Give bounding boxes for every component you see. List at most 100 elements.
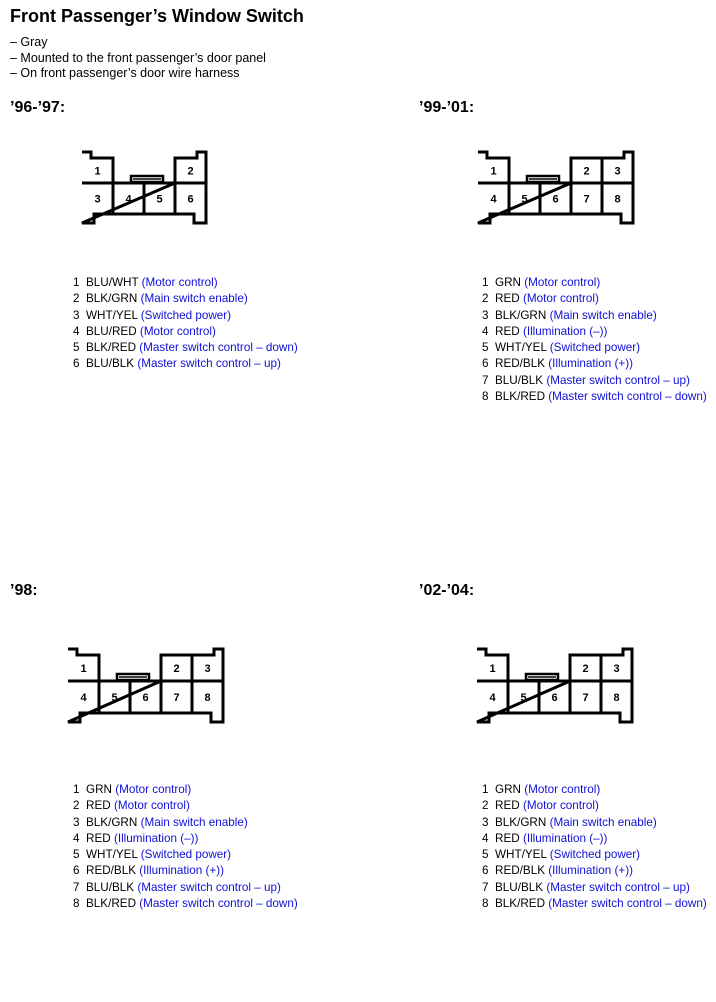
wire-color: BLK/RED <box>86 897 137 911</box>
wire-color: GRN <box>495 783 521 796</box>
wire-color: RED/BLK <box>86 864 137 878</box>
wire-color: RED <box>495 324 520 338</box>
pin-number: 2 <box>482 799 489 813</box>
connector-housing <box>476 647 634 724</box>
wire-color: BLU/RED <box>86 324 137 338</box>
wire-color: BLU/WHT <box>86 276 139 289</box>
housing-outline <box>67 647 225 724</box>
connector-housing <box>81 150 208 225</box>
pin-number: 4 <box>73 324 80 338</box>
pin-number: 1 <box>73 276 80 289</box>
pin-number: 3 <box>482 815 489 829</box>
housing-outline <box>477 150 635 225</box>
wire-color: BLU/BLK <box>495 373 544 387</box>
pin-number: 5 <box>73 848 80 862</box>
pin-label: 2 <box>173 663 179 675</box>
latch-icon <box>524 672 560 682</box>
pinout-list: 1 GRN (Motor control)2 RED (Motor control)… <box>482 782 707 912</box>
pin-label: 4 <box>80 692 87 704</box>
pin-number: 6 <box>73 357 80 371</box>
pin-number: 1 <box>482 276 489 289</box>
pin-label: 1 <box>490 166 496 178</box>
pin-function: (Master switch control – up) <box>137 357 281 371</box>
pin-label: 3 <box>94 194 100 206</box>
pin-function: (Motor control) <box>115 783 192 796</box>
pin-label: 6 <box>142 692 148 704</box>
pin-label: 4 <box>125 194 132 206</box>
pin-number: 6 <box>482 357 489 371</box>
pin-label: 3 <box>614 166 620 178</box>
pin-number: 4 <box>482 831 489 845</box>
pin-label: 2 <box>187 166 193 178</box>
pin-number: 2 <box>73 292 80 306</box>
wire-color: WHT/YEL <box>495 341 547 355</box>
pin-function: (Switched power) <box>549 341 641 355</box>
wire-color: BLU/BLK <box>86 357 135 371</box>
pin-number: 2 <box>73 799 80 813</box>
pin-label: 5 <box>156 194 162 206</box>
wire-color: RED <box>495 799 520 813</box>
wire-color: BLK/RED <box>86 341 137 355</box>
pin-number: 4 <box>482 324 489 338</box>
pin-label: 4 <box>489 692 496 704</box>
pin-function: (Master switch control – down) <box>139 897 298 911</box>
housing-outline <box>81 150 208 225</box>
pin-number: 1 <box>482 783 489 796</box>
pin-function: (Main switch enable) <box>140 292 248 306</box>
wire-color: BLK/RED <box>495 390 546 404</box>
note-location: – Mounted to the front passenger’s door … <box>10 50 266 65</box>
pin-function: (Motor control) <box>139 324 216 338</box>
pin-function: (Main switch enable) <box>549 815 657 829</box>
wire-color: RED <box>86 799 111 813</box>
pin-row: 8 BLK/RED (Master switch control – down) <box>73 896 298 912</box>
pin-row: 1 GRN (Motor control) <box>482 782 707 798</box>
pin-label: 1 <box>80 663 86 675</box>
pin-number: 6 <box>73 864 80 878</box>
pin-label: 4 <box>490 194 497 206</box>
pin-label: 7 <box>583 194 589 206</box>
pin-function: (Motor control) <box>524 783 601 796</box>
pin-number: 1 <box>73 783 80 796</box>
latch-icon <box>129 174 165 184</box>
wire-color: RED <box>86 831 111 845</box>
pin-label: 1 <box>489 663 495 675</box>
pin-function: (Motor control) <box>141 276 218 289</box>
note-color: – Gray <box>10 35 48 49</box>
pin-function: (Motor control) <box>524 276 601 289</box>
pin-function: (Master switch control – down) <box>548 390 707 404</box>
pin-function: (Main switch enable) <box>549 308 657 322</box>
pin-label: 5 <box>521 194 527 206</box>
pin-label: 6 <box>187 194 193 206</box>
wire-color: BLK/GRN <box>495 308 547 322</box>
pin-function: (Switched power) <box>140 308 232 322</box>
pin-function: (Illumination (+)) <box>548 357 634 371</box>
pin-number: 8 <box>73 897 80 911</box>
pin-label: 3 <box>613 663 619 675</box>
pin-function: (Illumination (–)) <box>522 831 608 845</box>
wire-color: WHT/YEL <box>86 848 138 862</box>
wire-color: BLU/BLK <box>86 880 135 894</box>
pin-function: (Master switch control – up) <box>546 880 690 894</box>
pin-label: 7 <box>173 692 179 704</box>
pin-function: (Switched power) <box>549 848 641 862</box>
pin-label: 2 <box>583 166 589 178</box>
pin-label: 3 <box>204 663 210 675</box>
